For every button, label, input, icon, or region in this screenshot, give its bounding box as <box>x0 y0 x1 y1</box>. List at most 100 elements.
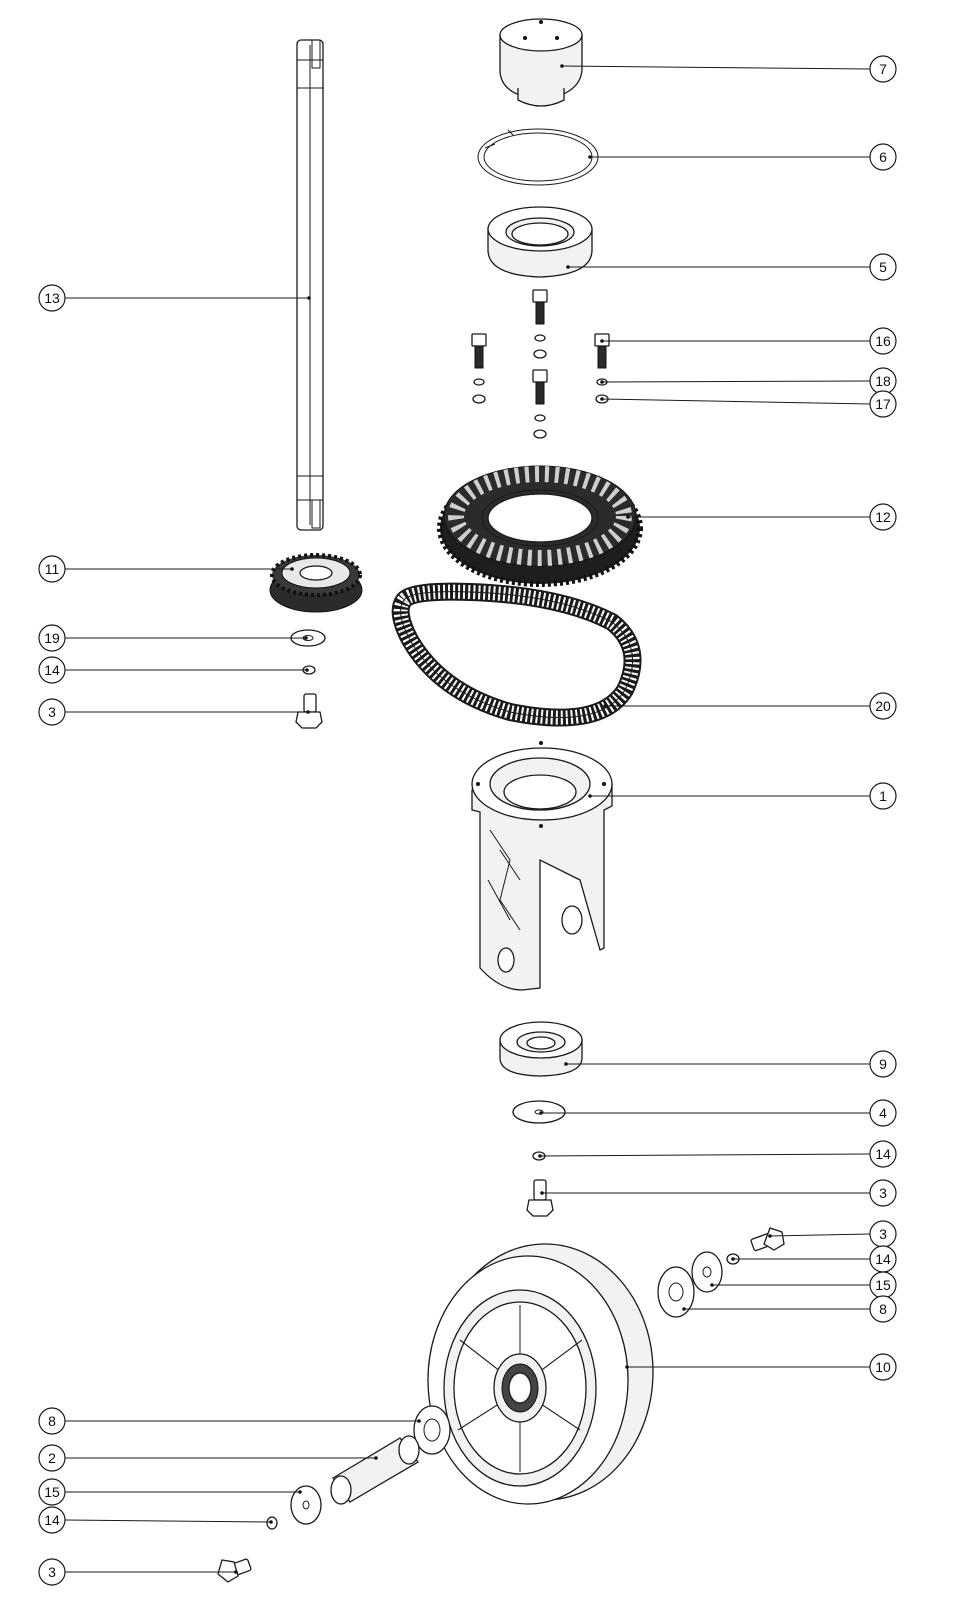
svg-text:14: 14 <box>875 1251 891 1267</box>
callout-16: 16 <box>869 327 897 355</box>
leader-end-dot-c2 <box>374 1456 378 1460</box>
callout-6: 6 <box>869 143 897 171</box>
part-top-cap <box>499 18 583 107</box>
leader-end-dot-c3b <box>540 1191 544 1195</box>
callout-3-lower-left: 3 <box>38 1558 66 1586</box>
callout-3-right: 3 <box>869 1220 897 1248</box>
svg-text:17: 17 <box>875 396 891 412</box>
svg-text:20: 20 <box>875 698 891 714</box>
callout-20: 20 <box>869 692 897 720</box>
part-shaft <box>296 39 324 531</box>
leader-end-dot-c10 <box>625 1365 629 1369</box>
leader-line-c7 <box>561 65 871 70</box>
leader-end-dot-c19 <box>304 636 308 640</box>
leader-end-dot-c11 <box>290 567 294 571</box>
leader-lines <box>64 64 871 1574</box>
part-bearing-lower <box>499 1021 583 1077</box>
callout-14-lower-left: 14 <box>38 1506 66 1534</box>
leader-end-dot-c20 <box>603 704 607 708</box>
leader-end-dot-c3d <box>234 1570 238 1574</box>
svg-text:8: 8 <box>879 1301 887 1317</box>
leader-end-dot-c17 <box>600 397 604 401</box>
leader-line-c3c <box>769 1233 871 1237</box>
svg-text:10: 10 <box>875 1359 891 1375</box>
svg-text:16: 16 <box>875 333 891 349</box>
part-timing-belt <box>391 582 642 727</box>
part-bolts-washers <box>471 289 610 439</box>
callout-3-upper-left: 3 <box>38 698 66 726</box>
svg-text:19: 19 <box>44 630 60 646</box>
leader-end-dot-c12 <box>626 515 630 519</box>
callout-14-upper-left: 14 <box>38 656 66 684</box>
part-housing <box>471 741 613 991</box>
leader-end-dot-c13 <box>307 296 311 300</box>
svg-text:11: 11 <box>45 561 60 577</box>
svg-text:15: 15 <box>875 1277 891 1293</box>
part-bearing-upper <box>487 206 593 278</box>
leader-line-c14b <box>539 1153 871 1157</box>
svg-text:3: 3 <box>879 1226 887 1242</box>
callout-1: 1 <box>869 782 897 810</box>
leader-end-dot-c18 <box>600 380 604 384</box>
svg-text:2: 2 <box>48 1450 56 1466</box>
part-pulley-fasteners <box>290 629 326 729</box>
callout-8-left: 8 <box>38 1407 66 1435</box>
callout-15-right: 15 <box>869 1271 897 1299</box>
part-right-axle-fasteners <box>657 1227 785 1318</box>
svg-text:6: 6 <box>879 149 887 165</box>
part-small-pulley <box>269 553 363 613</box>
callout-5: 5 <box>869 253 897 281</box>
svg-text:3: 3 <box>48 704 56 720</box>
leader-end-dot-c9 <box>564 1062 568 1066</box>
callout-8-right: 8 <box>869 1295 897 1323</box>
callout-7: 7 <box>869 55 897 83</box>
svg-text:1: 1 <box>879 788 887 804</box>
svg-text:8: 8 <box>48 1413 56 1429</box>
callout-10: 10 <box>869 1353 897 1381</box>
svg-text:12: 12 <box>875 509 891 525</box>
callout-3-centre: 3 <box>869 1179 897 1207</box>
leader-end-dot-c14c <box>731 1257 735 1261</box>
leader-end-dot-c7 <box>560 64 564 68</box>
callout-15-left: 15 <box>38 1478 66 1506</box>
callout-19: 19 <box>38 624 66 652</box>
svg-text:4: 4 <box>879 1105 887 1121</box>
callout-4: 4 <box>869 1099 897 1127</box>
leader-end-dot-c5 <box>566 265 570 269</box>
leader-end-dot-c16 <box>600 339 604 343</box>
svg-text:15: 15 <box>44 1484 60 1500</box>
callout-18: 18 <box>869 367 897 395</box>
svg-text:5: 5 <box>879 259 887 275</box>
svg-text:14: 14 <box>44 662 60 678</box>
svg-text:13: 13 <box>44 290 60 306</box>
callout-17: 17 <box>869 390 897 418</box>
callout-2: 2 <box>38 1444 66 1472</box>
callout-14-right: 14 <box>869 1245 897 1273</box>
part-large-gear <box>437 465 643 587</box>
svg-text:18: 18 <box>875 373 891 389</box>
leader-end-dot-c4 <box>539 1111 543 1115</box>
leader-end-dot-c14d <box>269 1520 273 1524</box>
svg-text:14: 14 <box>875 1146 891 1162</box>
leader-end-dot-c6 <box>588 155 592 159</box>
leader-line-c18 <box>601 380 871 383</box>
callout-12: 12 <box>869 503 897 531</box>
leader-end-dot-c15a <box>710 1283 714 1287</box>
svg-text:3: 3 <box>48 1564 56 1580</box>
leader-end-dot-c1 <box>588 794 592 798</box>
callout-11: 11 <box>38 555 66 583</box>
leader-line-c17 <box>601 398 871 405</box>
leader-line-c14d <box>64 1519 272 1523</box>
svg-text:14: 14 <box>44 1512 60 1528</box>
callout-14-centre: 14 <box>869 1140 897 1168</box>
leader-end-dot-c8b <box>417 1419 421 1423</box>
leader-end-dot-c8a <box>682 1307 686 1311</box>
svg-text:3: 3 <box>879 1185 887 1201</box>
leader-end-dot-c3c <box>768 1234 772 1238</box>
leader-end-dot-c3a <box>306 710 310 714</box>
svg-text:7: 7 <box>879 61 887 77</box>
callout-13: 13 <box>38 284 66 312</box>
part-centre-fasteners <box>512 1100 566 1217</box>
part-left-axle <box>217 1405 451 1583</box>
